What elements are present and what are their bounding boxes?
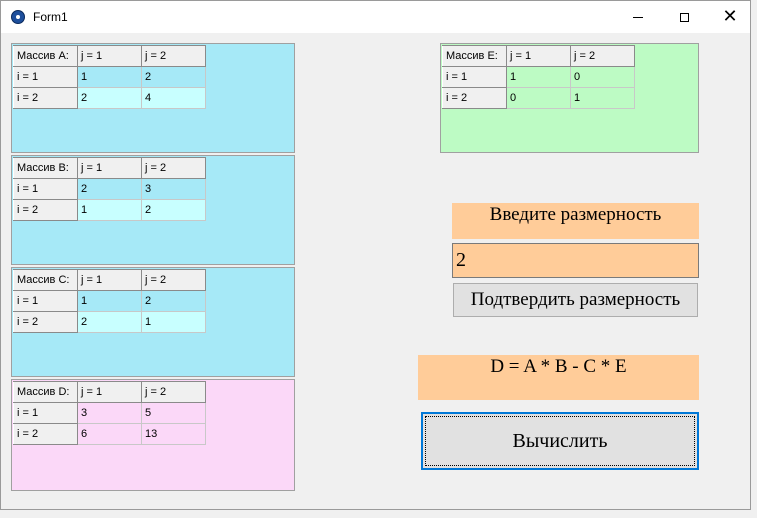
matrix-a-cell[interactable]: 2 — [77, 87, 142, 109]
matrix-c-panel: Массив C: j = 1 j = 2 i = 1 1 2 i = 2 2 … — [11, 267, 295, 377]
matrix-e-col-header: j = 1 — [506, 45, 571, 67]
matrix-a-grid[interactable]: Массив A: j = 1 j = 2 i = 1 1 2 i = 2 2 … — [13, 45, 206, 109]
matrix-c-cell[interactable]: 1 — [141, 311, 206, 333]
dimension-label: Введите размерность — [452, 203, 699, 239]
matrix-d-cell[interactable]: 3 — [77, 402, 142, 424]
matrix-a-cell[interactable]: 2 — [141, 66, 206, 88]
matrix-b-row-header: i = 1 — [13, 178, 78, 200]
matrix-b-cell[interactable]: 2 — [77, 178, 142, 200]
formula-label: D = A * B - C * E — [418, 355, 699, 400]
matrix-e-cell[interactable]: 0 — [506, 87, 571, 109]
compute-button[interactable]: Вычислить — [421, 412, 699, 470]
matrix-c-col-header: j = 2 — [141, 269, 206, 291]
matrix-a-cell[interactable]: 1 — [77, 66, 142, 88]
matrix-a-row-header: i = 2 — [13, 87, 78, 109]
matrix-b-corner: Массив B: — [13, 157, 78, 179]
matrix-b-panel: Массив B: j = 1 j = 2 i = 1 2 3 i = 2 1 … — [11, 155, 295, 265]
matrix-c-col-header: j = 1 — [77, 269, 142, 291]
title-bar[interactable]: Form1 ✕ — [1, 1, 750, 33]
matrix-e-panel: Массив E: j = 1 j = 2 i = 1 1 0 i = 2 0 … — [440, 43, 699, 153]
maximize-button[interactable] — [661, 1, 707, 33]
matrix-d-row-header: i = 2 — [13, 423, 78, 445]
matrix-b-col-header: j = 1 — [77, 157, 142, 179]
matrix-d-row-header: i = 1 — [13, 402, 78, 424]
matrix-d-panel: Массив D: j = 1 j = 2 i = 1 3 5 i = 2 6 … — [11, 379, 295, 491]
matrix-c-cell[interactable]: 2 — [141, 290, 206, 312]
matrix-b-col-header: j = 2 — [141, 157, 206, 179]
matrix-c-cell[interactable]: 1 — [77, 290, 142, 312]
minimize-button[interactable] — [615, 1, 661, 33]
matrix-e-row-header: i = 1 — [442, 66, 507, 88]
matrix-c-cell[interactable]: 2 — [77, 311, 142, 333]
matrix-a-cell[interactable]: 4 — [141, 87, 206, 109]
close-icon: ✕ — [722, 6, 738, 27]
matrix-e-corner: Массив E: — [442, 45, 507, 67]
app-icon — [11, 10, 25, 24]
matrix-d-grid[interactable]: Массив D: j = 1 j = 2 i = 1 3 5 i = 2 6 … — [13, 381, 206, 445]
matrix-e-grid[interactable]: Массив E: j = 1 j = 2 i = 1 1 0 i = 2 0 … — [442, 45, 635, 109]
matrix-a-row-header: i = 1 — [13, 66, 78, 88]
matrix-d-col-header: j = 2 — [141, 381, 206, 403]
matrix-d-cell[interactable]: 6 — [77, 423, 142, 445]
matrix-d-cell[interactable]: 13 — [141, 423, 206, 445]
matrix-d-col-header: j = 1 — [77, 381, 142, 403]
dimension-input[interactable]: 2 — [452, 243, 699, 278]
close-button[interactable]: ✕ — [707, 1, 753, 33]
matrix-e-row-header: i = 2 — [442, 87, 507, 109]
maximize-icon — [679, 12, 689, 22]
matrix-e-cell[interactable]: 1 — [570, 87, 635, 109]
matrix-b-cell[interactable]: 3 — [141, 178, 206, 200]
matrix-d-cell[interactable]: 5 — [141, 402, 206, 424]
matrix-a-panel: Массив A: j = 1 j = 2 i = 1 1 2 i = 2 2 … — [11, 43, 295, 153]
matrix-a-corner: Массив A: — [13, 45, 78, 67]
window-title: Form1 — [33, 10, 68, 24]
matrix-b-cell[interactable]: 1 — [77, 199, 142, 221]
matrix-c-corner: Массив C: — [13, 269, 78, 291]
minimize-icon — [633, 16, 643, 18]
matrix-c-row-header: i = 1 — [13, 290, 78, 312]
matrix-e-col-header: j = 2 — [570, 45, 635, 67]
main-window: Form1 ✕ Массив A: j = 1 j = 2 i = 1 1 2 … — [0, 0, 751, 510]
matrix-c-grid[interactable]: Массив C: j = 1 j = 2 i = 1 1 2 i = 2 2 … — [13, 269, 206, 333]
matrix-a-col-header: j = 2 — [141, 45, 206, 67]
matrix-b-row-header: i = 2 — [13, 199, 78, 221]
matrix-e-cell[interactable]: 1 — [506, 66, 571, 88]
matrix-b-grid[interactable]: Массив B: j = 1 j = 2 i = 1 2 3 i = 2 1 … — [13, 157, 206, 221]
matrix-c-row-header: i = 2 — [13, 311, 78, 333]
matrix-b-cell[interactable]: 2 — [141, 199, 206, 221]
matrix-e-cell[interactable]: 0 — [570, 66, 635, 88]
confirm-dimension-button[interactable]: Подтвердить размерность — [453, 283, 698, 317]
matrix-d-corner: Массив D: — [13, 381, 78, 403]
matrix-a-col-header: j = 1 — [77, 45, 142, 67]
